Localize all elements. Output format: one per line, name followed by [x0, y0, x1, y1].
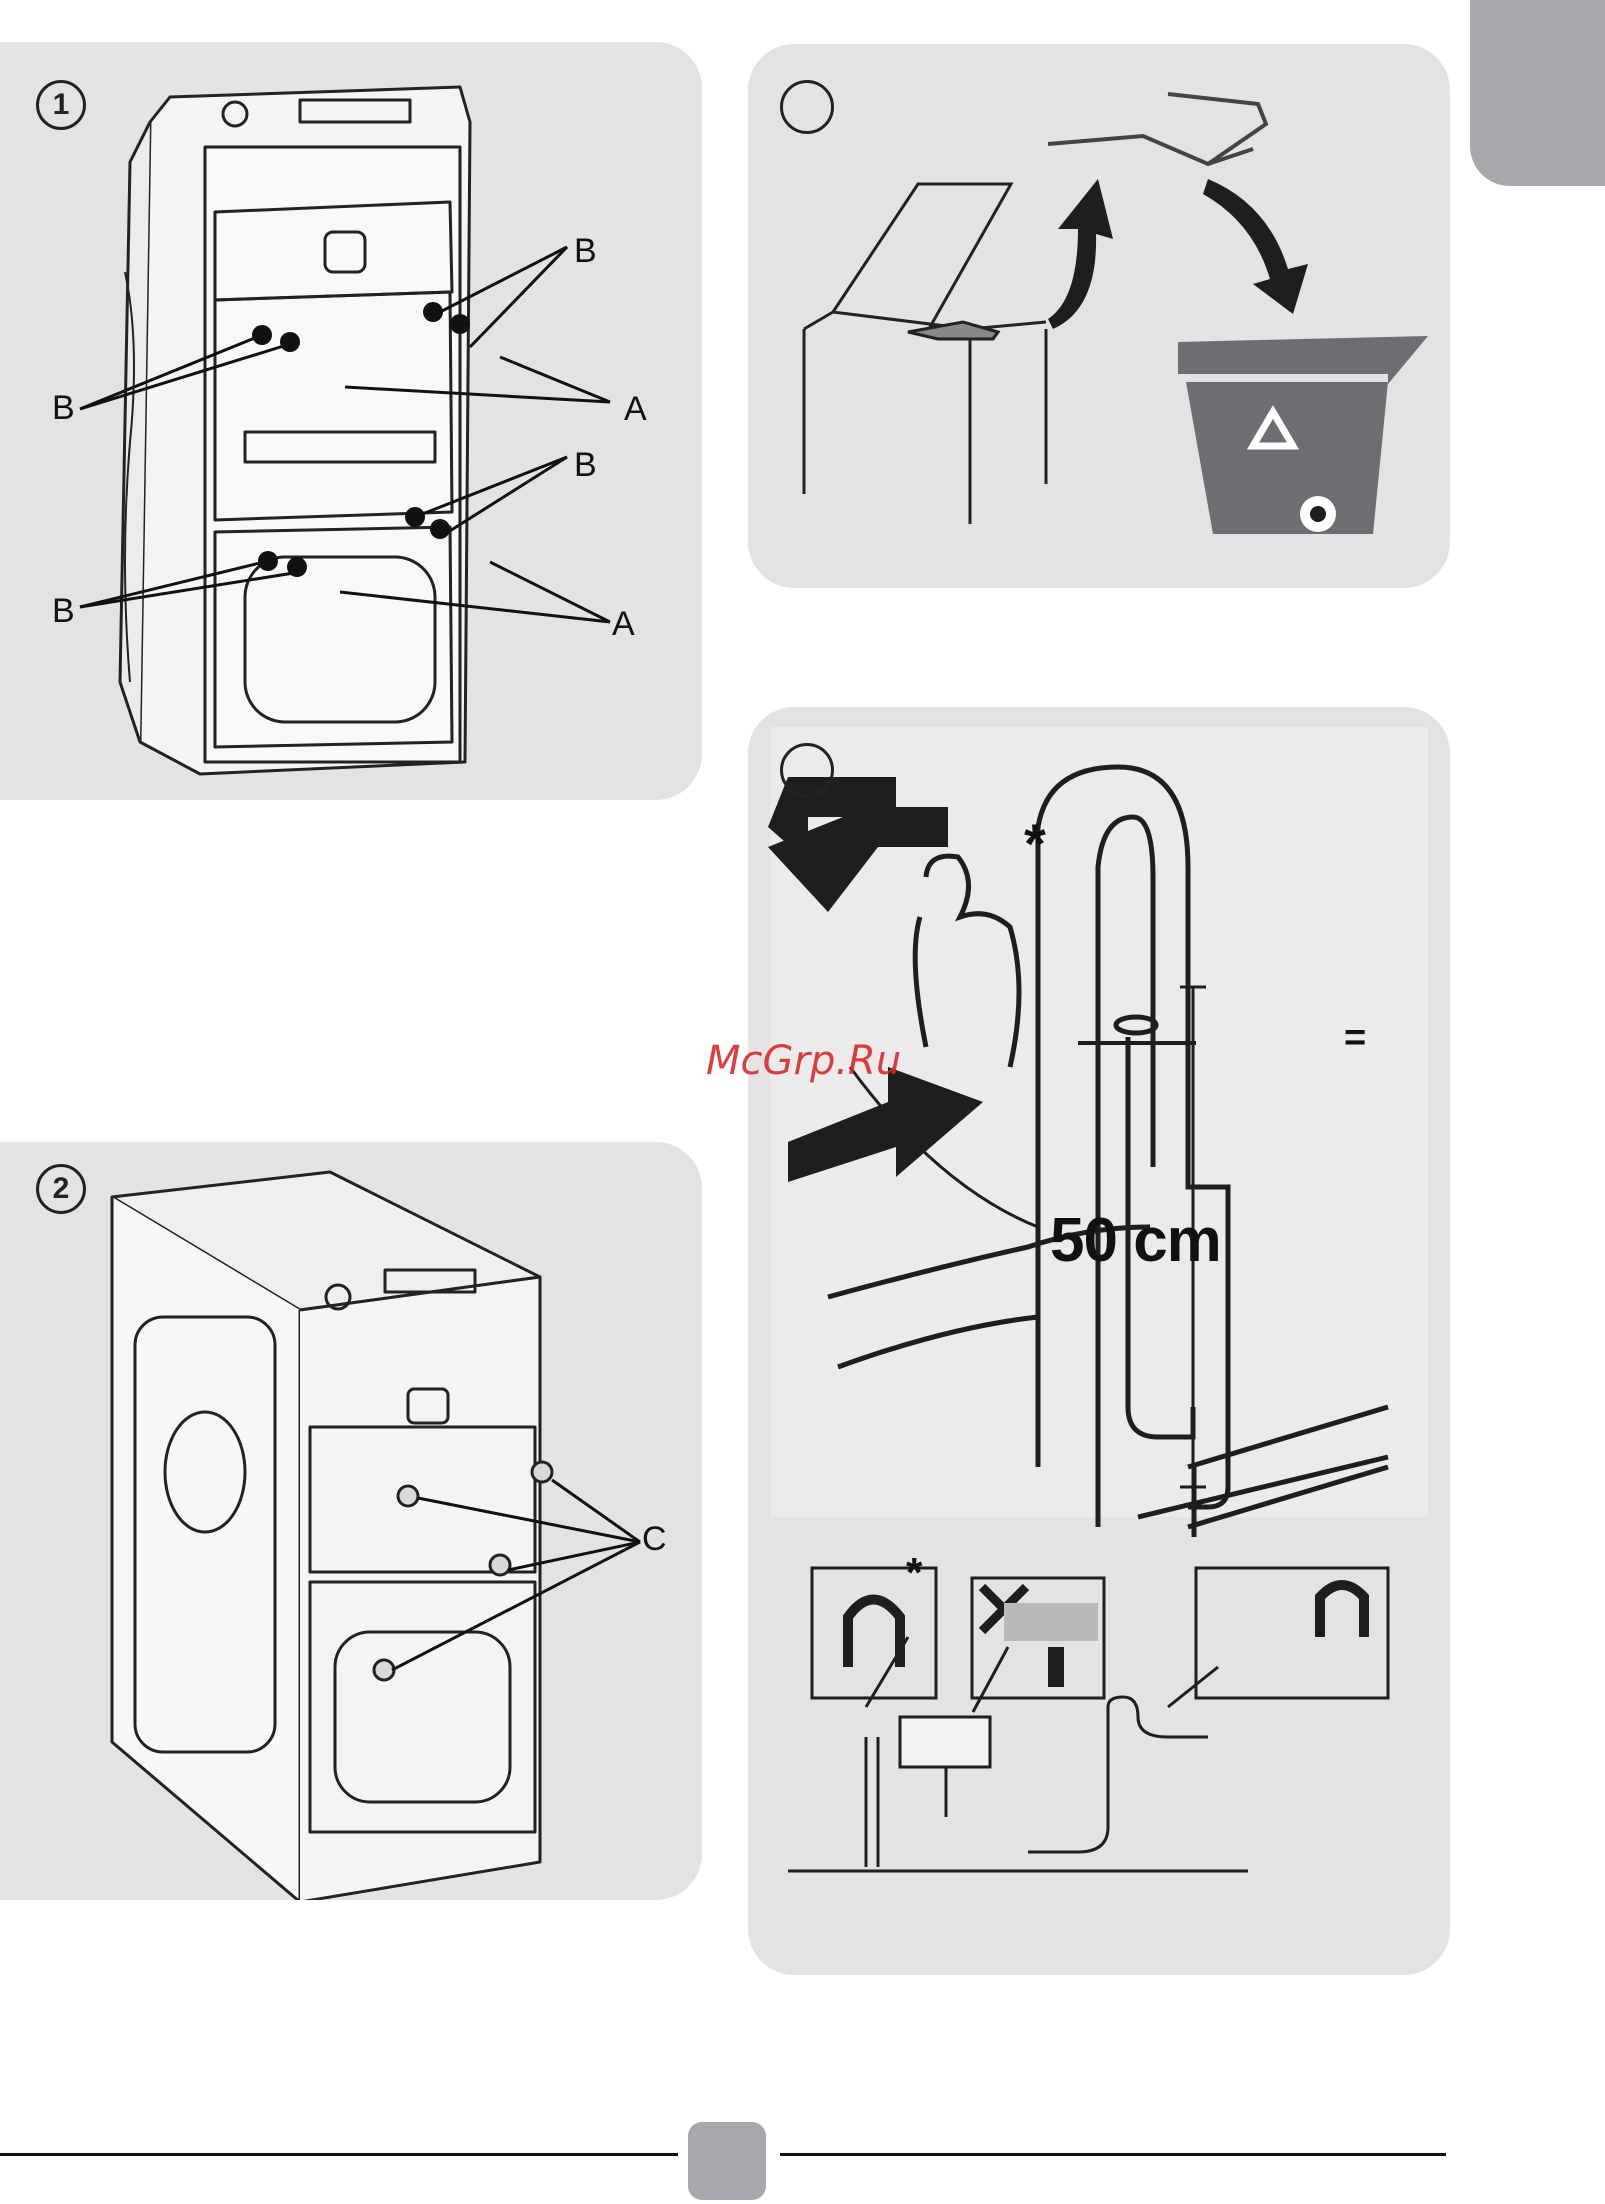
- footer-rule-left: [0, 2153, 678, 2156]
- figure-hole-plugs: 2 C: [0, 1142, 702, 1900]
- asterisk-note-small: *: [906, 1549, 923, 1596]
- arrow-icon: [1048, 179, 1113, 329]
- figure-drain-hose: * 50 cm = *: [748, 707, 1450, 1975]
- figure-transit-bolts: 1 B B A B B A: [0, 42, 702, 800]
- watermark: McGrp.Ru: [706, 1038, 902, 1084]
- label-a: A: [612, 605, 635, 643]
- figure-packaging-recycle: [748, 44, 1450, 588]
- step-circle: [780, 743, 834, 797]
- machine-back-drawing: [79, 85, 611, 776]
- arrow-icon: [1203, 179, 1308, 314]
- label-b: B: [574, 232, 597, 270]
- label-b: B: [52, 389, 75, 427]
- arrow-icon: [788, 1067, 983, 1182]
- equal-sign: =: [1344, 1017, 1367, 1059]
- step-number-1: 1: [36, 80, 86, 130]
- recycle-icon: [1246, 405, 1300, 450]
- page-number-box: [688, 2122, 766, 2200]
- step-circle: [780, 80, 834, 134]
- language-tab: [1470, 0, 1605, 186]
- footer-rule-right: [780, 2153, 1446, 2156]
- packaging-drawing: [802, 92, 1428, 534]
- machine-rear-drawing: [110, 1170, 641, 1900]
- drain-hose-drawing: [768, 727, 1428, 1873]
- step-number-2: 2: [36, 1164, 86, 1214]
- label-b: B: [52, 592, 75, 630]
- height-label: 50 cm: [1050, 1206, 1222, 1275]
- asterisk-note: *: [1024, 812, 1046, 875]
- label-a: A: [624, 390, 647, 428]
- label-b: B: [574, 446, 597, 484]
- label-c: C: [642, 1520, 667, 1558]
- arrow-icon: [768, 807, 948, 912]
